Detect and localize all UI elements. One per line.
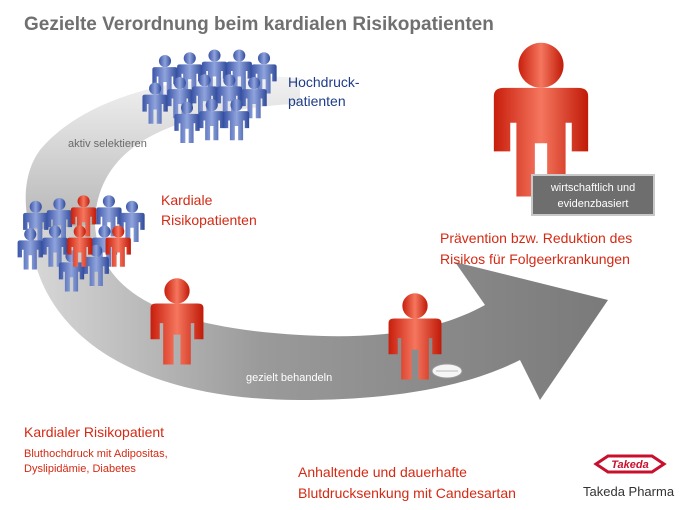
label-risk-factors: Bluthochdruck mit Adipositas, Dyslipidäm… [24, 448, 168, 475]
person-group-icon [17, 195, 145, 292]
arrow-upper-band [25, 76, 301, 230]
company-name: Takeda Pharma [583, 484, 675, 499]
arrow-main-band [30, 225, 608, 400]
label-cardiac-risk-patient: Kardialer Risikopatient [24, 424, 165, 440]
label-cardiac-risk-patients: Kardiale Risikopatienten [161, 192, 257, 228]
label-treat-targeted: gezielt behandeln [246, 372, 333, 384]
evidence-badge: wirtschaftlich und evidenzbasiert [531, 174, 655, 216]
page-title: Gezielte Verordnung beim kardialen Risik… [24, 14, 494, 35]
label-prevention: Prävention bzw. Reduktion des Risikos fü… [440, 230, 633, 267]
label-select-actively: aktiv selektieren [68, 138, 147, 150]
takeda-logo-text: Takeda [611, 459, 649, 471]
label-hypertension-patients: Hochdruck- patienten [288, 74, 360, 109]
pill-icon [431, 363, 463, 379]
takeda-logo-icon: Takeda [593, 454, 667, 474]
label-sustained-lowering: Anhaltende und dauerhafte Blutdrucksenku… [298, 464, 516, 501]
